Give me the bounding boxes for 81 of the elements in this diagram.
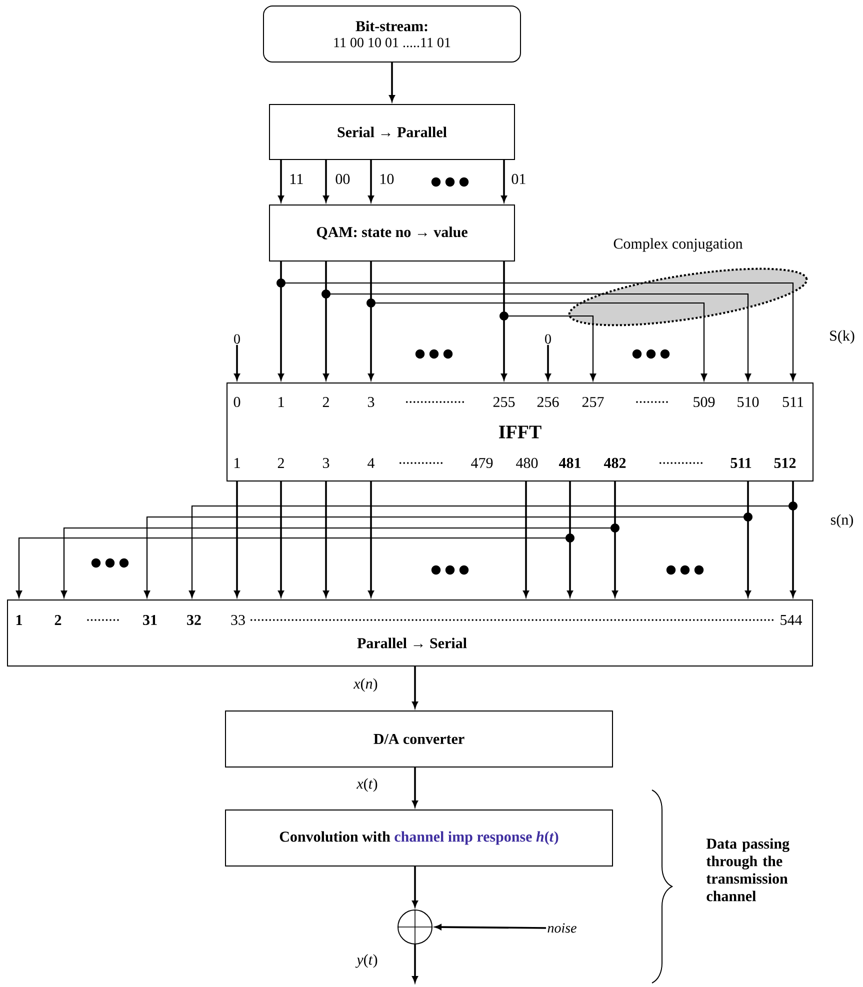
arrow: [435, 924, 546, 930]
arrow: [790, 482, 796, 597]
index-label: 33: [231, 614, 245, 626]
connector-line: [276, 262, 796, 381]
arrow: [323, 160, 329, 202]
index-label: 479: [471, 458, 493, 468]
index-label: 481: [558, 458, 580, 468]
index-label: 256: [537, 396, 559, 408]
input-text: 0: [545, 334, 551, 344]
arrow: [412, 666, 418, 708]
arrow: [278, 262, 284, 380]
edge-label: 00: [336, 174, 350, 184]
index-label: 1: [278, 397, 284, 407]
index-label: ............: [400, 462, 443, 464]
arrow: [323, 262, 329, 380]
callout-text: Complex conjugation: [614, 238, 743, 252]
arrow: [612, 482, 618, 597]
input-box: Bit-stream: 11 00 10 01 .....11 01: [263, 5, 521, 62]
arrow: [545, 344, 551, 380]
arrow: [501, 160, 507, 202]
process-box: QAM: state no → value: [269, 204, 515, 262]
index-label: 2: [322, 397, 329, 407]
index-label: 482: [604, 458, 626, 468]
process-box: Serial → Parallel: [269, 104, 515, 160]
note-text: Data passing through the transmission channel: [706, 838, 790, 902]
index-label: 32: [187, 614, 201, 626]
arrow: [368, 160, 374, 202]
signal-label: s(n): [830, 514, 853, 528]
index-label: ............................................................................................................................................: [250, 619, 774, 621]
edge-label: x(t): [356, 778, 378, 792]
arrow: [501, 262, 507, 380]
edge-label: y(t): [355, 954, 378, 968]
signal-label: S(k): [830, 330, 854, 344]
arrow: [323, 482, 329, 597]
index-label: ............: [660, 462, 703, 464]
edge-label: 11: [290, 174, 303, 184]
index-label: 257: [582, 396, 604, 408]
index-label: 2: [278, 458, 284, 468]
arrow: [234, 344, 240, 380]
index-label: 510: [738, 396, 759, 408]
index-label: 3: [368, 396, 374, 408]
index-label: 2: [54, 615, 62, 625]
adder-symbol: [397, 909, 433, 945]
index-label: .........: [636, 401, 668, 403]
index-label: 3: [322, 458, 330, 468]
arrow: [523, 482, 529, 597]
arrow: [278, 482, 284, 597]
index-label: .........: [87, 619, 119, 621]
arrow: [412, 866, 418, 907]
arrow: [567, 482, 573, 597]
edge-label: x(n): [353, 678, 378, 692]
input-text: 0: [234, 334, 240, 344]
index-label: 255: [493, 396, 515, 408]
index-label: 0: [234, 396, 240, 408]
index-label: 1: [234, 458, 240, 468]
arrow: [368, 262, 374, 380]
connector-line: [500, 262, 596, 381]
edge-label: 01: [512, 174, 526, 184]
arrow: [412, 768, 418, 807]
connector-line: [322, 262, 752, 381]
arrow: [278, 160, 284, 202]
index-label: 4: [368, 458, 375, 468]
index-label: 509: [694, 396, 715, 408]
arrow: [412, 944, 418, 982]
index-label: 480: [516, 458, 538, 468]
connector-line: [366, 262, 708, 381]
index-label: 511: [730, 458, 752, 468]
signal-text: noise: [548, 923, 576, 933]
edge-label: 10: [380, 174, 394, 184]
index-label: 544: [780, 615, 802, 625]
process-box: D/A converter: [225, 710, 613, 768]
index-label: 511: [782, 396, 804, 407]
index-label: 512: [774, 458, 796, 468]
arrow: [389, 62, 395, 102]
process-box: Convolution with channel imp response h(t): [225, 810, 613, 866]
index-label: 31: [143, 614, 157, 626]
index-label: 1: [16, 615, 22, 625]
arrow: [368, 482, 374, 597]
arrow: [745, 482, 751, 597]
index-label: ................: [406, 401, 464, 403]
arrow: [234, 482, 240, 597]
